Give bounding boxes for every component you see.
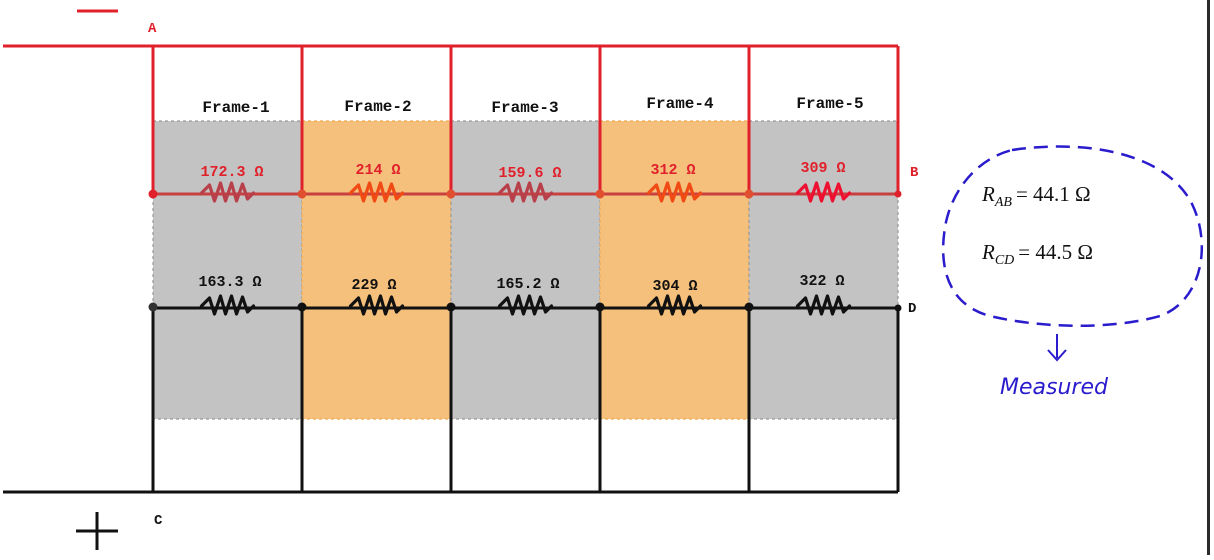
black-vertical-wires [151,308,751,492]
right-border [1207,0,1210,555]
junction-dot-top [446,189,456,199]
frame-panel [450,120,601,420]
frame-label: Frame-2 [344,98,411,116]
resistance-label-bottom: 163.3 Ω [198,274,261,291]
frame-panel [152,120,303,420]
measured-annotation: RAB= 44.1 Ω RCD= 44.5 Ω Measured [941,145,1203,400]
frame-panel [599,120,750,420]
dashed-loop-icon [941,145,1203,327]
resistance-label-bottom: 322 Ω [799,273,844,290]
frame-label: Frame-1 [202,99,269,117]
r-ab-measurement: RAB= 44.1 Ω [981,182,1091,210]
terminal-label-a: A [148,21,157,37]
resistor-bottom-icon [497,294,554,316]
junction-dot-top [148,189,158,199]
junction-dot-bottom [744,302,754,312]
resistor-top-icon [646,181,703,203]
frame-label: Frame-5 [796,95,863,113]
frame-labels: Frame-1 Frame-2 Frame-3 Frame-4 Frame-5 [202,95,863,117]
red-vertical-wires [151,46,751,194]
junction-dot-top [894,190,902,198]
resistor-bottom-icon [199,294,256,316]
resistor-top-icon [348,181,405,203]
frame-panel [748,120,899,420]
junction-dot-bottom [446,302,456,312]
resistance-label-top: 309 Ω [800,160,845,177]
resistance-label-bottom: 304 Ω [652,278,697,295]
junction-dots [148,189,902,312]
junction-dot-bottom [148,302,158,312]
junction-dot-bottom [297,302,307,312]
terminal-label-b: B [910,165,919,181]
resistance-label-bottom: 229 Ω [351,277,396,294]
top-resistor-values: 172.3 Ω 214 Ω 159.6 Ω 312 Ω 309 Ω [200,160,845,182]
frame-label: Frame-4 [646,95,714,113]
resistor-top-icon [795,181,852,203]
terminal-label-d: D [908,301,916,317]
junction-dot-top [744,189,754,199]
frame-panels [152,120,899,420]
resistance-label-bottom: 165.2 Ω [496,276,559,293]
resistor-bottom-icon [795,294,852,316]
junction-dot-top [595,189,605,199]
junction-dot-bottom [894,304,902,312]
junction-dot-top [297,189,307,199]
resistor-bottom-icon [646,294,703,316]
positive-sign-icon [76,512,118,550]
resistor-bottom-icon [348,294,405,316]
resistor-top-icon [199,181,256,203]
junction-dot-bottom [595,302,605,312]
terminal-label-c: C [154,513,163,529]
down-arrow-icon [1047,334,1067,362]
frame-panel [301,120,452,420]
frame-label: Frame-3 [491,99,558,117]
resistance-label-top: 159.6 Ω [498,165,561,182]
measured-note: Measured [1000,375,1109,400]
r-cd-measurement: RCD= 44.5 Ω [981,240,1093,268]
resistance-label-top: 312 Ω [650,162,695,179]
resistor-top-icon [497,181,554,203]
resistance-label-top: 172.3 Ω [200,164,263,181]
resistance-label-top: 214 Ω [355,162,400,179]
resistor-group [199,181,852,316]
bottom-resistor-values: 163.3 Ω 229 Ω 165.2 Ω 304 Ω 322 Ω [198,273,844,295]
